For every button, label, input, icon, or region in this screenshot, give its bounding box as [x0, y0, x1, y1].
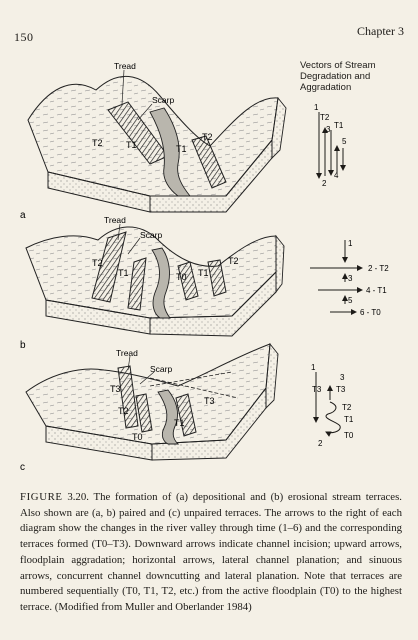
- terrace-label-a: T1: [176, 144, 187, 154]
- vector-label-c: T0: [344, 431, 354, 440]
- block-diagram-c: Tread Scarp T3 T2 T0 T1 T3 1 T3 3 T3 T2 …: [25, 342, 354, 461]
- vectors-title-line: Vectors of Stream: [300, 60, 376, 71]
- tread-label-b: Tread: [104, 215, 126, 225]
- terrace-label-c: T2: [118, 406, 129, 416]
- vector-label-a: 4: [334, 171, 339, 180]
- scarp-label-c: Scarp: [150, 364, 172, 374]
- terrace-label-b: T1: [198, 268, 209, 278]
- caption-text: The formation of (a) depositional and (b…: [20, 491, 402, 613]
- panel-letter-b: b: [20, 340, 26, 351]
- vector-diagram-b: [310, 240, 363, 315]
- block-diagram-b: Tread Scarp T2 T1 T0 T1 T2 1 2 - T2 3 4 …: [25, 215, 389, 337]
- vector-label-c: T1: [344, 415, 354, 424]
- vector-label-a: 1: [314, 103, 319, 112]
- scarp-label-b: Scarp: [140, 230, 162, 240]
- figure-number: 3.20.: [67, 491, 89, 503]
- vector-label-b: 5: [348, 296, 353, 305]
- block-diagram-a: Tread Scarp T2 T1 T1 T2 1 T2 T1 3 5 2 4: [27, 61, 347, 213]
- vector-label-c: T2: [342, 403, 352, 412]
- page-number: 150: [14, 30, 34, 44]
- terrace-label-c: T0: [132, 432, 143, 442]
- vectors-title-line: Aggradation: [300, 82, 352, 93]
- scarp-label-a: Scarp: [152, 95, 174, 105]
- terrace-label-a: T1: [126, 140, 137, 150]
- vector-diagram-a: [316, 112, 346, 179]
- terrace-label-b: T0: [176, 272, 187, 282]
- vector-label-b: 6 - T0: [360, 308, 381, 317]
- vector-label-b: 2 - T2: [368, 264, 389, 273]
- vector-diagram-c: [313, 372, 341, 437]
- vector-label-a: 3: [326, 125, 331, 134]
- vector-label-a: 5: [342, 137, 347, 146]
- vector-label-a: 2: [322, 179, 327, 188]
- panel-letter-a: a: [20, 210, 26, 221]
- vector-label-a: T1: [334, 121, 344, 130]
- vector-label-b: 4 - T1: [366, 286, 387, 295]
- vector-label-c: T3: [336, 385, 346, 394]
- vector-label-c: 1: [311, 363, 316, 372]
- vector-label-b: 1: [348, 239, 353, 248]
- vectors-title: Vectors of Stream Degradation and Aggrad…: [300, 60, 410, 93]
- terrace-label-a: T2: [202, 132, 213, 142]
- vectors-title-line: Degradation and: [300, 71, 371, 82]
- vector-label-c: 3: [340, 373, 345, 382]
- vector-label-c: T3: [312, 385, 322, 394]
- tread-label-c: Tread: [116, 348, 138, 358]
- terrace-label-c: T3: [204, 396, 215, 406]
- tread-label-a: Tread: [114, 61, 136, 71]
- figure-caption: FIGURE 3.20. The formation of (a) deposi…: [20, 490, 402, 616]
- chapter-heading: Chapter 3: [357, 24, 404, 38]
- terrace-label-b: T2: [92, 258, 103, 268]
- panel-letter-c: c: [20, 462, 25, 473]
- vector-label-c: 2: [318, 439, 323, 448]
- terrace-label-c: T1: [174, 418, 185, 428]
- terrace-label-b: T2: [228, 256, 239, 266]
- vector-label-b: 3: [348, 274, 353, 283]
- figure-label: FIGURE: [20, 491, 63, 503]
- terrace-label-a: T2: [92, 138, 103, 148]
- vector-label-a: T2: [320, 113, 330, 122]
- terrace-figure: Tread Scarp T2 T1 T1 T2 1 T2 T1 3 5 2 4: [20, 61, 389, 473]
- terrace-label-b: T1: [118, 268, 129, 278]
- terrace-label-c: T3: [110, 384, 121, 394]
